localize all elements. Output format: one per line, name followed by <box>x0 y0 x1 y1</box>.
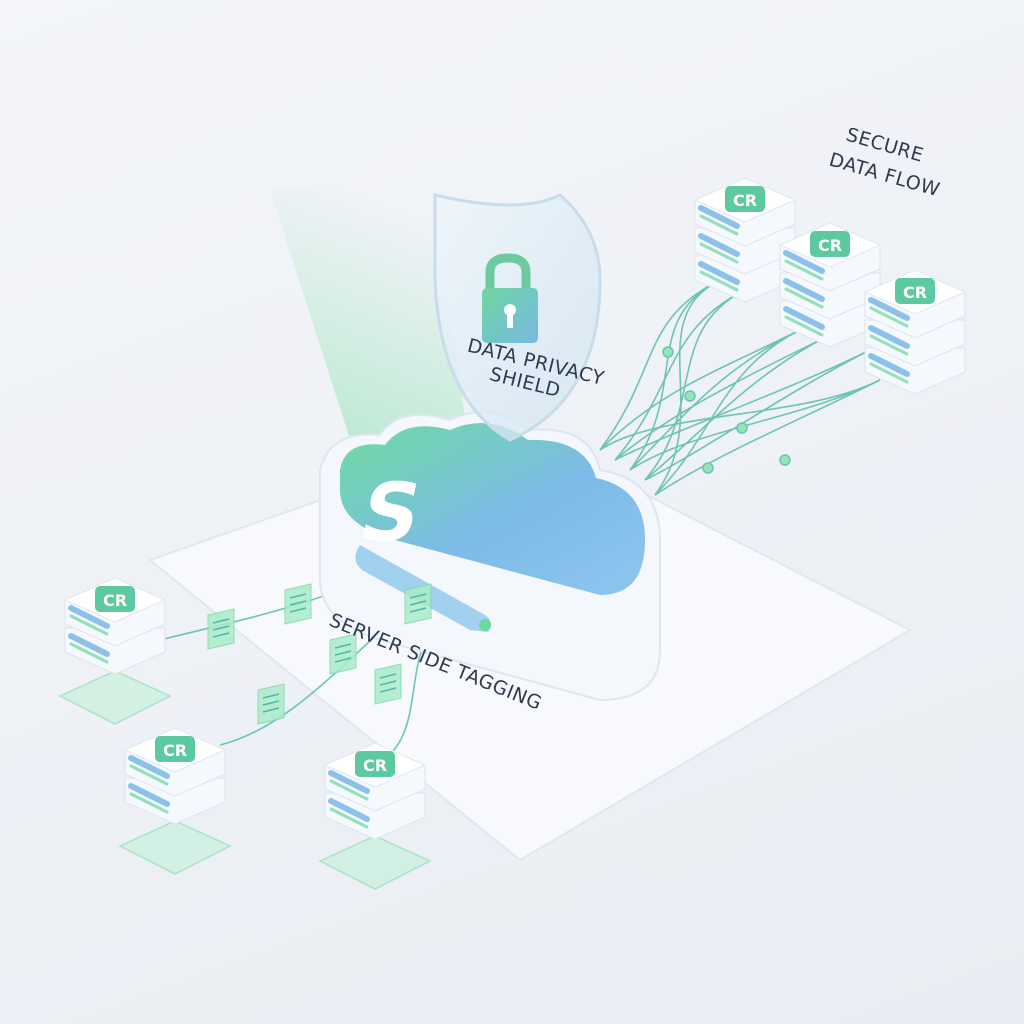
server-light <box>784 287 824 309</box>
flow-line <box>614 289 746 461</box>
document-icon <box>284 583 312 625</box>
document-group <box>207 583 432 725</box>
server-light <box>69 642 109 664</box>
flow-node <box>662 346 674 358</box>
server-badge <box>95 586 135 612</box>
server-badge-text: CR <box>163 741 187 760</box>
server-light <box>328 798 370 822</box>
server-light <box>129 792 169 814</box>
flow-line <box>644 349 871 481</box>
lock-icon <box>482 253 538 343</box>
flow-line <box>644 334 831 481</box>
server-badge-text: CR <box>903 283 927 302</box>
server-stack: CR <box>863 269 967 395</box>
server-light <box>328 770 370 794</box>
server-light <box>329 779 369 801</box>
server-badge-text: CR <box>818 236 842 255</box>
server-light <box>699 270 739 292</box>
server-base <box>118 820 232 875</box>
server-light <box>129 764 169 786</box>
document-icon <box>207 608 235 650</box>
server-light <box>868 297 910 321</box>
flow-line <box>629 379 881 471</box>
flow-node <box>736 422 748 434</box>
document-icon <box>329 633 357 675</box>
server-light <box>783 306 825 330</box>
server-light <box>128 755 170 779</box>
server-badge-text: CR <box>733 191 757 210</box>
secure-data-flow-label-line2: DATA FLOW <box>827 149 943 202</box>
flow-line <box>599 379 881 451</box>
secure-data-flow-lines <box>159 279 881 771</box>
server-light <box>869 306 909 328</box>
server-light <box>698 205 740 229</box>
cloud-server: S <box>319 411 661 702</box>
document-icon <box>404 583 432 625</box>
server-badge-text: CR <box>103 591 127 610</box>
server-light <box>698 233 740 257</box>
flow-line <box>614 334 831 461</box>
server-badge <box>355 751 395 777</box>
server-light <box>68 605 110 629</box>
server-light <box>783 250 825 274</box>
server-light <box>783 278 825 302</box>
document-icon <box>257 683 285 725</box>
flow-line <box>654 279 721 496</box>
server-badge <box>895 278 935 304</box>
server-light <box>69 614 109 636</box>
server-light <box>868 325 910 349</box>
server-stack: CR <box>318 742 432 890</box>
server-light <box>869 362 909 384</box>
flow-line <box>629 279 721 471</box>
server-stack: CR <box>58 577 172 725</box>
server-light <box>869 334 909 356</box>
flow-line <box>614 349 871 461</box>
server-light <box>329 807 369 829</box>
flow-line <box>644 289 746 481</box>
server-badge-text: CR <box>363 756 387 775</box>
flow-node <box>702 462 714 474</box>
flow-line <box>654 329 801 496</box>
server-badge <box>725 186 765 212</box>
server-stack: CR <box>693 177 797 303</box>
server-stack: CR <box>118 727 232 875</box>
data-privacy-shield: DATA PRIVACY SHIELD <box>433 193 607 442</box>
flow-node <box>684 390 696 402</box>
flow-node <box>779 454 791 466</box>
flow-line <box>629 329 801 471</box>
server-light <box>68 633 110 657</box>
server-group: CR CR CR CR CR CR <box>58 177 967 890</box>
server-stack: CR <box>778 222 882 348</box>
server-light <box>699 214 739 236</box>
document-icon <box>374 663 402 705</box>
light-beam <box>270 180 470 470</box>
server-light <box>868 353 910 377</box>
server-badge <box>810 231 850 257</box>
flow-line <box>599 279 721 451</box>
flow-line <box>599 329 801 451</box>
server-light <box>784 315 824 337</box>
server-base <box>318 835 432 890</box>
server-badge <box>155 736 195 762</box>
server-light <box>784 259 824 281</box>
server-base <box>58 670 172 725</box>
server-light <box>128 783 170 807</box>
server-light <box>699 242 739 264</box>
flow-line <box>654 379 881 496</box>
server-light <box>698 261 740 285</box>
